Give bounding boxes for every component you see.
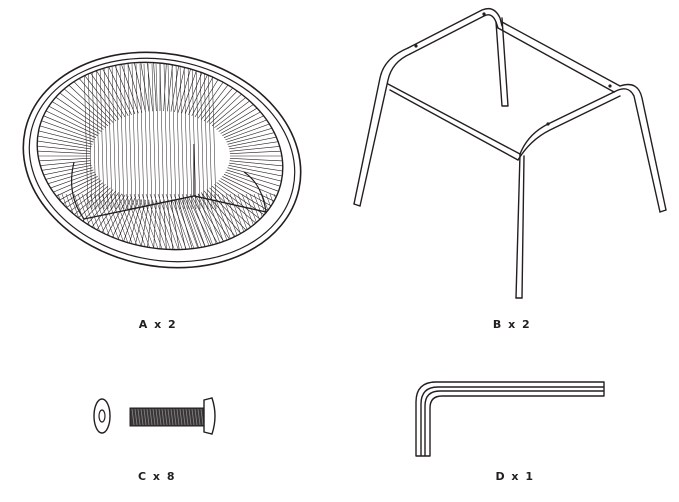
part-b-label: B x 2 bbox=[492, 318, 532, 331]
part-c-bolt-and-washer-illustration bbox=[90, 394, 220, 440]
part-d-label: D x 1 bbox=[495, 470, 535, 483]
part-a-seat-shell-illustration bbox=[14, 40, 312, 280]
bolt-icon bbox=[129, 397, 216, 435]
part-b-leg-frame-illustration bbox=[352, 6, 672, 302]
washer-icon bbox=[93, 398, 111, 434]
part-c-label: C x 8 bbox=[138, 470, 176, 483]
part-d-allen-key-illustration bbox=[412, 376, 608, 460]
part-a-label: A x 2 bbox=[138, 318, 178, 331]
